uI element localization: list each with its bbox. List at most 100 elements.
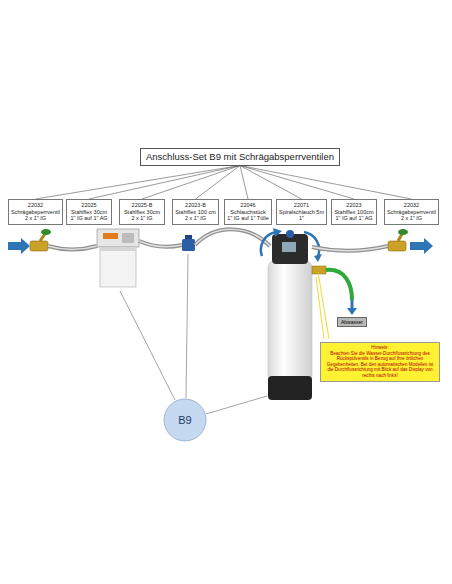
part-box: 22025-BStahlflex 30cm2 x 1" IG xyxy=(119,199,165,225)
flex-hose-arc xyxy=(195,229,270,246)
flex-hose xyxy=(139,241,182,247)
valve-stem xyxy=(398,234,402,241)
control-display xyxy=(282,242,296,252)
node-text: Schlauchstück xyxy=(227,209,269,216)
node-text: 1" IG auf 1" AG xyxy=(69,215,109,222)
node-label: 22025 xyxy=(69,202,109,209)
node-text: 1" xyxy=(279,215,324,222)
drain-hose xyxy=(326,270,352,300)
node-text: Stahlflex 30cm xyxy=(122,209,162,216)
valve-body xyxy=(388,241,406,251)
connector-line xyxy=(240,166,302,200)
circle-shape xyxy=(164,399,206,441)
part-box: 22032Schrägabsperrventil2 x 1" IG xyxy=(8,199,63,225)
valve-top xyxy=(185,235,192,239)
tank-base xyxy=(268,376,312,400)
valve-handle xyxy=(41,229,51,235)
drain-fitting xyxy=(312,266,326,274)
valve-handle xyxy=(398,229,408,235)
connector-line xyxy=(196,166,241,200)
node-text: Stahlflex 30cm xyxy=(69,209,109,216)
node-text: Schrägabsperrventil xyxy=(11,209,60,216)
node-label: 22023 xyxy=(334,202,374,209)
hose-outer xyxy=(48,246,97,250)
node-text: 1" IG auf 1" AG xyxy=(334,215,374,222)
meter-display xyxy=(103,233,118,239)
connector-line xyxy=(142,166,240,200)
part-box: 22071Spiralschlauch 5m1" xyxy=(276,199,327,225)
node-label: Hinweis: xyxy=(324,345,436,351)
part-box: 22032Schrägabsperrventil2 x 1" IG xyxy=(384,199,439,225)
control-head xyxy=(272,234,308,264)
flex-hose xyxy=(48,246,97,250)
leader-line xyxy=(120,291,175,400)
node-label: Anschluss-Set B9 mit Schrägabsperrventil… xyxy=(146,151,334,163)
node-text: Stahlflex 100cm xyxy=(334,209,374,216)
valve-body xyxy=(30,241,48,251)
drain-box: Abwasser xyxy=(337,317,367,327)
leader-line xyxy=(206,396,267,414)
connector-line xyxy=(36,166,241,200)
tank-body xyxy=(268,260,312,384)
leader-line xyxy=(186,254,188,398)
note-pointer xyxy=(316,277,324,339)
meter-panel xyxy=(122,233,134,243)
node-label: 22025-B xyxy=(122,202,162,209)
node-text: 2 x 1" IG xyxy=(175,215,216,222)
part-box: 22023Stahlflex 100cm1" IG auf 1" AG xyxy=(331,199,377,225)
title-box: Anschluss-Set B9 mit Schrägabsperrventil… xyxy=(140,148,340,166)
connector-line xyxy=(240,166,412,200)
drain-arrow-shaft xyxy=(351,300,354,309)
drain-arrow-head xyxy=(347,308,357,315)
node-text: Stahlflex 100 cm xyxy=(175,209,216,216)
node-text: 1" IG auf 1" Tülle xyxy=(227,215,269,222)
flex-hose xyxy=(312,246,388,251)
flow-arc xyxy=(304,232,319,256)
connector-line xyxy=(240,166,248,200)
node-label: 22032 xyxy=(387,202,436,209)
valve-body xyxy=(182,239,195,251)
part-box: 22046Schlauchstück1" IG auf 1" Tülle xyxy=(224,199,272,225)
node-label: B9 xyxy=(178,414,191,426)
part-box: 22025Stahlflex 30cm1" IG auf 1" AG xyxy=(66,199,112,225)
node-text: 2 x 1" IG xyxy=(387,215,436,222)
node-label: 22046 xyxy=(227,202,269,209)
meter-container xyxy=(100,247,136,287)
valve-stem xyxy=(40,234,45,241)
flow-direction-arrows xyxy=(261,228,322,262)
node-text: Schrägabsperrventil xyxy=(387,209,436,216)
connector-line xyxy=(240,166,354,200)
softener-tank xyxy=(268,230,312,400)
set-circle: B9 xyxy=(163,398,207,442)
flow-arrow xyxy=(8,238,30,254)
arrow-head xyxy=(273,228,282,237)
container-lid xyxy=(100,247,136,251)
hose-outer xyxy=(195,229,270,246)
hose-outer xyxy=(139,241,182,247)
hose-inner xyxy=(48,246,97,250)
blue-valve xyxy=(182,235,195,251)
water-meter-device xyxy=(97,229,139,287)
node-text: Spiralschlauch 5m xyxy=(279,209,324,216)
arrow-head xyxy=(314,254,322,262)
flow-arc xyxy=(261,232,276,256)
node-label: 22032 xyxy=(11,202,60,209)
hose-inner xyxy=(139,241,182,247)
angle-valve xyxy=(388,229,408,251)
connector-line xyxy=(89,166,240,200)
hose-inner xyxy=(195,229,270,246)
part-box: 22023-BStahlflex 100 cm2 x 1" IG xyxy=(172,199,219,225)
node-text: Beachten Sie die Wasser-Durchflussrichtu… xyxy=(324,351,436,379)
control-knob xyxy=(286,230,294,238)
note-box: Hinweis:Beachten Sie die Wasser-Durchflu… xyxy=(320,342,440,382)
meter-head xyxy=(97,229,139,247)
node-label: Abwasser xyxy=(341,319,363,325)
hose-outer xyxy=(312,246,388,251)
flow-arrow xyxy=(410,238,433,254)
node-label: 22071 xyxy=(279,202,324,209)
hose-inner xyxy=(312,246,388,251)
node-text: 2 x 1" IG xyxy=(122,215,162,222)
